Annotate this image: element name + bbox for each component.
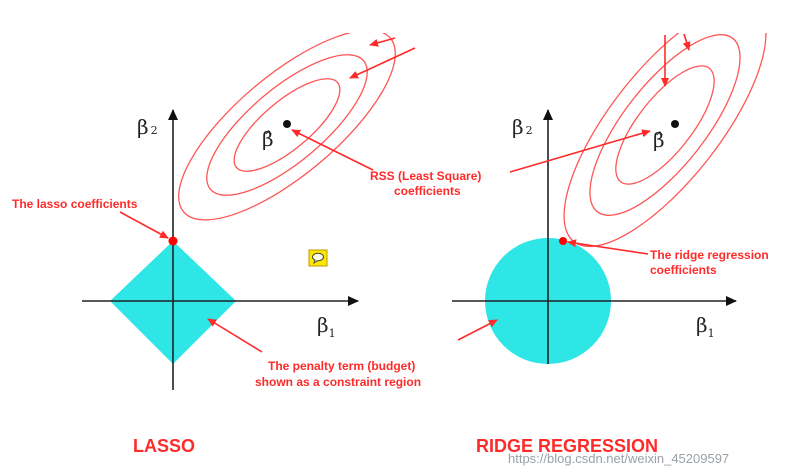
ridge-beta-hat-point [671, 120, 679, 128]
lasso-rss-contours [178, 33, 396, 221]
lasso-top-arrow-1 [369, 37, 396, 47]
lasso-coefficient-point [168, 236, 178, 246]
ridge-beta-hat-label: β̂ [653, 128, 665, 152]
rss-label-line2: coefficients [394, 184, 461, 198]
lasso-beta-hat-label: β̂ [262, 127, 274, 151]
watermark: https://blog.csdn.net/weixin_45209597 [508, 451, 729, 466]
ridge-coefficients-arrow [567, 239, 649, 255]
ridge-title: RIDGE REGRESSION [476, 436, 658, 456]
rss-label-line1: RSS (Least Square) [370, 169, 481, 183]
speech-bubble-icon [308, 249, 328, 267]
ridge-x-axis-label: β1 [696, 313, 715, 340]
lasso-coefficients-arrow [119, 211, 169, 239]
ridge-coefficients-label-line1: The ridge regression [650, 248, 769, 262]
penalty-label-line1: The penalty term (budget) [268, 359, 415, 373]
penalty-arrow [207, 318, 263, 353]
lasso-x-axis-label: β1 [317, 313, 336, 340]
ridge-coefficients-label-line2: coefficients [650, 263, 717, 277]
lasso-top-arrow-2 [349, 47, 416, 79]
lasso-title: LASSO [133, 436, 195, 456]
ridge-coefficient-point [559, 237, 567, 245]
ridge-rss-arrow [509, 129, 651, 173]
rss-arrow [291, 129, 374, 171]
ridge-top-arrow-2 [682, 33, 691, 51]
penalty-label-line2: shown as a constraint region [255, 375, 421, 389]
lasso-beta-hat-point [283, 120, 291, 128]
ridge-penalty-arrow [457, 319, 498, 341]
lasso-coefficients-label: The lasso coefficients [12, 197, 138, 211]
